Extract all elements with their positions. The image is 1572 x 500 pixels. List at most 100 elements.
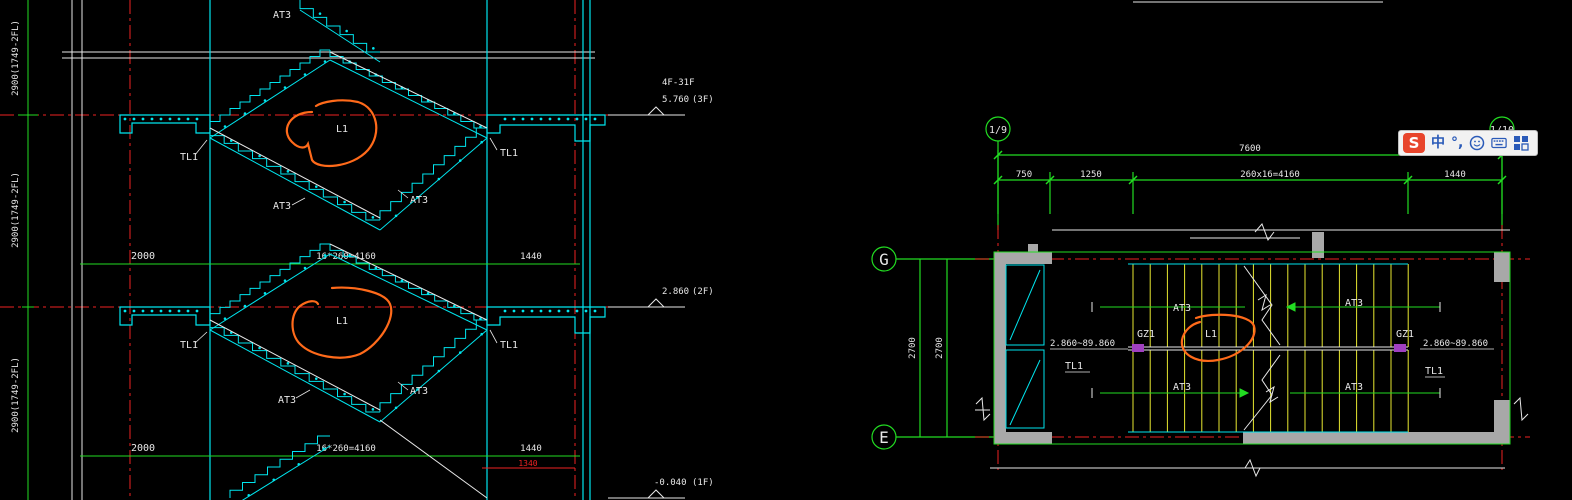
dim-text: 1440 — [1444, 170, 1466, 180]
slab-hatch — [548, 117, 552, 121]
slab-hatch — [258, 346, 261, 350]
level-floor: (2F) — [692, 287, 714, 297]
stair-flight — [229, 435, 330, 498]
slab-hatch — [530, 117, 534, 121]
slab-hatch — [223, 125, 227, 128]
slab-hatch — [229, 139, 233, 142]
post-label: TL1 — [500, 340, 518, 351]
slab-hatch — [521, 309, 525, 313]
post-label: TL1 — [180, 152, 198, 163]
stair-slab — [299, 9, 381, 63]
stair-flight — [379, 319, 487, 412]
slab-hatch — [584, 309, 588, 313]
slab-hatch — [557, 309, 561, 313]
ime-punctuation-toggle[interactable]: °, — [1451, 135, 1464, 151]
slab-hatch — [195, 117, 199, 121]
slab-hatch — [374, 266, 378, 270]
flight-label: AT3 — [1173, 303, 1191, 314]
flight-label: AT3 — [273, 10, 291, 21]
slab-hatch — [286, 170, 290, 173]
column-label: GZ1 — [1396, 329, 1414, 340]
beam-label: L1 — [336, 124, 348, 135]
stair-slab — [329, 253, 488, 331]
slab-hatch — [322, 447, 326, 451]
slab-hatch — [437, 177, 441, 181]
annotation-circle — [291, 286, 393, 359]
slab-hatch — [150, 309, 154, 313]
ime-logo[interactable]: S — [1403, 133, 1425, 153]
dim-right-text: 1440 — [520, 444, 542, 454]
slab-hatch — [426, 292, 430, 295]
slab-hatch — [479, 125, 482, 128]
stair-slab — [379, 329, 488, 423]
slab-hatch — [150, 117, 154, 121]
slab-hatch — [283, 86, 287, 89]
dim-text: 750 — [1016, 170, 1032, 180]
slab-hatch — [132, 309, 136, 313]
slab-hatch — [343, 392, 346, 396]
slab-hatch — [400, 279, 404, 282]
slab-hatch — [530, 309, 534, 313]
ime-language-toggle[interactable]: 中 — [1431, 135, 1445, 151]
axis-bubble-text: 1/9 — [989, 125, 1007, 136]
slab-hatch — [132, 117, 136, 121]
keyboard-icon[interactable] — [1491, 135, 1508, 151]
height-dim-inner: 2700 — [935, 337, 945, 359]
slab-hatch — [416, 196, 419, 199]
slab-hatch — [177, 309, 181, 313]
slab-hatch — [263, 292, 267, 295]
slab-hatch — [575, 309, 579, 313]
slab-hatch — [593, 309, 597, 313]
slab-hatch — [557, 117, 561, 121]
slab-hatch — [584, 117, 588, 121]
slab-hatch — [394, 406, 398, 410]
slab-hatch — [303, 266, 307, 270]
slab-hatch — [348, 254, 351, 257]
annotation-circle — [285, 99, 378, 167]
dim-small-text: 1340 — [518, 459, 537, 468]
stair-flight — [379, 127, 487, 220]
elev-range-label: 2.860~89.860 — [1423, 339, 1488, 349]
slab-hatch — [512, 309, 516, 313]
smiley-icon[interactable] — [1469, 135, 1485, 151]
slab-hatch — [123, 309, 127, 313]
slab-hatch — [479, 317, 482, 320]
stair-flight — [209, 243, 330, 320]
grid-icon[interactable] — [1513, 135, 1529, 151]
slab-hatch — [345, 29, 348, 33]
slab-hatch — [548, 309, 552, 313]
slab-hatch — [243, 304, 247, 308]
landing-slab-right — [486, 114, 606, 142]
dim-landing-text: 2000 — [131, 251, 155, 262]
ime-toolbar[interactable]: S 中 °, — [1398, 130, 1538, 156]
slab-hatch — [416, 388, 419, 391]
flight-label: AT3 — [1345, 382, 1363, 393]
flight-label: AT3 — [410, 386, 428, 397]
column-mark — [1132, 344, 1144, 352]
slab-hatch — [343, 200, 346, 204]
slab-hatch — [566, 117, 570, 121]
slab-hatch — [186, 309, 190, 313]
dim-text: 1250 — [1080, 170, 1102, 180]
slab-hatch — [323, 60, 327, 63]
stair-slab — [209, 137, 381, 231]
stair-slab — [241, 445, 331, 500]
slab-hatch — [323, 254, 327, 257]
level-floor: (3F) — [692, 95, 714, 105]
slab-hatch — [480, 332, 483, 336]
elev-range-label: 2.860~89.860 — [1050, 339, 1115, 349]
slab-hatch — [371, 216, 375, 219]
slab-hatch — [141, 117, 145, 121]
level-value: 5.760 — [662, 95, 689, 105]
stair-flight — [299, 0, 380, 53]
dim-run-text: 16*260=4160 — [316, 444, 376, 454]
slab-hatch — [186, 117, 190, 121]
slab-hatch — [480, 140, 483, 144]
slab-hatch — [503, 309, 507, 313]
post-label: TL1 — [1425, 366, 1443, 377]
story-dim-label: 2900(1749-2FL) — [11, 172, 21, 248]
stair-slab — [329, 59, 488, 139]
slab-hatch — [272, 478, 276, 482]
post-label: TL1 — [180, 340, 198, 351]
